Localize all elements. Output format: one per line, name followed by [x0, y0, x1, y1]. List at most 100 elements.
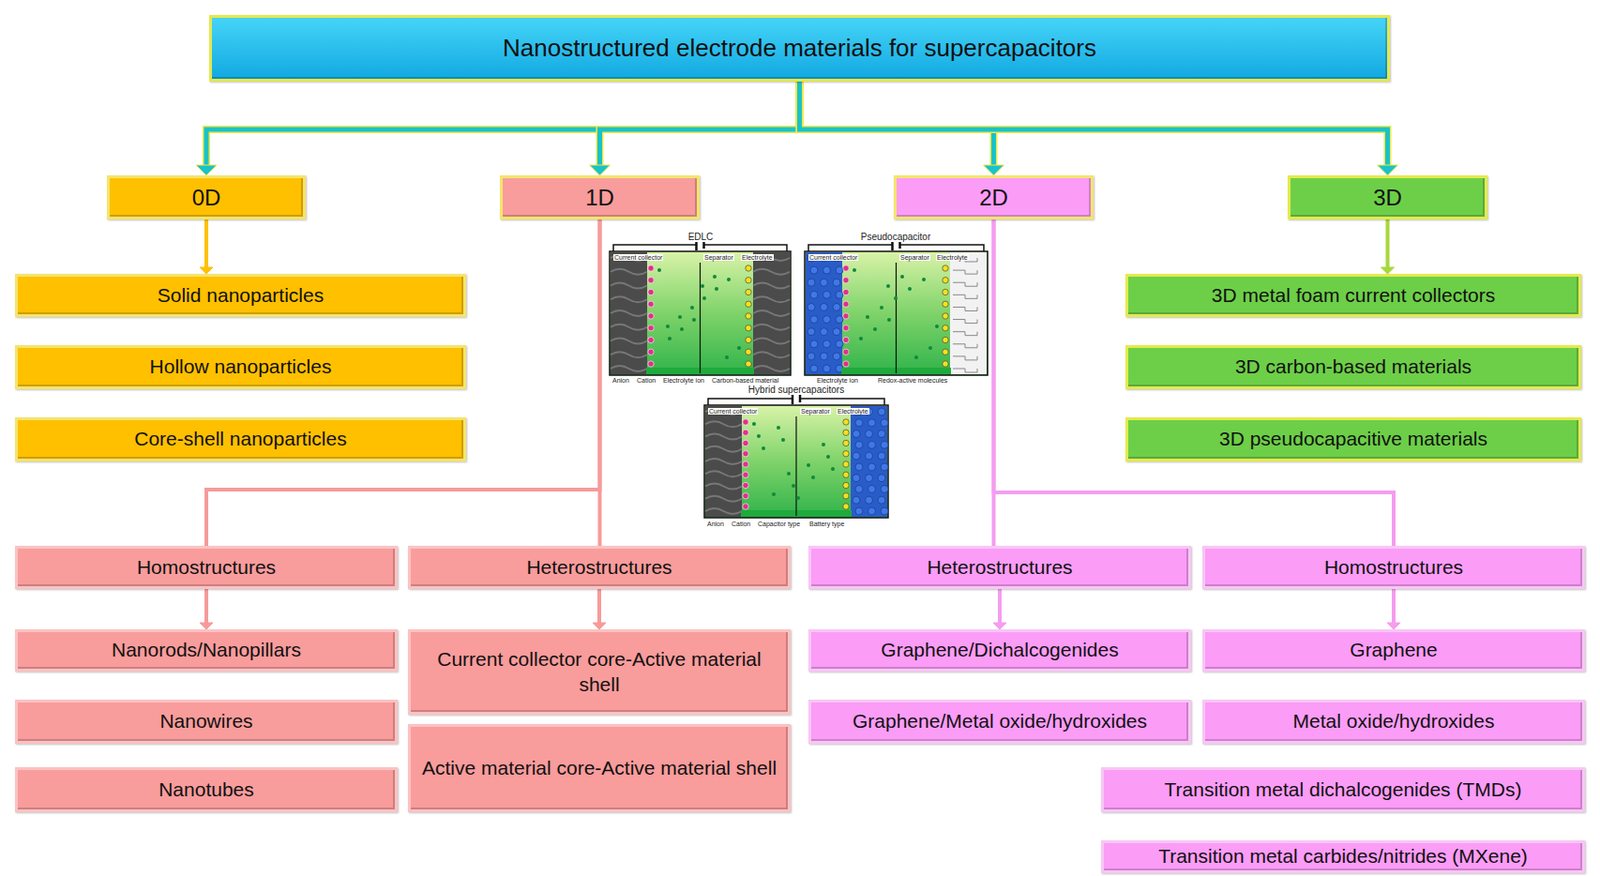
electrolyte-ion [821, 442, 826, 447]
box-label: Core-shell nanoparticles [134, 426, 347, 452]
connector-line [598, 219, 603, 546]
category-box: 3D metal foam current collectors [1125, 273, 1582, 317]
box-label: Transition metal dichalcogenides (TMDs) [1164, 777, 1523, 802]
separator-line [895, 262, 897, 374]
cation-dot [843, 451, 849, 457]
arrowhead [592, 622, 606, 630]
cation-dot [942, 301, 949, 307]
illustration-label: Anion [611, 377, 631, 384]
cation-dot [843, 461, 849, 468]
battery-electrode [805, 252, 843, 375]
carbon-fiber [705, 496, 742, 502]
battery-grain [820, 302, 829, 311]
battery-grain [852, 496, 861, 504]
redox-molecule [952, 344, 978, 348]
cation-dot [843, 429, 849, 436]
illustration-label: Carbon-based material [710, 377, 780, 384]
electrode [950, 252, 987, 375]
electrolyte [609, 251, 791, 376]
category-box: Nanowires [15, 699, 398, 744]
electrolyte-ion [859, 336, 863, 341]
cation-dot [942, 325, 949, 332]
electrolyte-ion [921, 277, 926, 282]
battery-grain [820, 352, 829, 361]
anion-dot [843, 277, 849, 284]
cation-dot [745, 288, 752, 295]
cation-dot [745, 361, 752, 367]
electrolyte-ion [692, 317, 696, 322]
connector-outline [206, 81, 800, 166]
electrolyte-ion [714, 286, 719, 291]
battery-grain [852, 430, 861, 438]
carbon-electrode [610, 252, 648, 375]
electrolyte-ion [771, 492, 776, 497]
electrolyte-ion [678, 315, 682, 319]
battery-grain [865, 474, 874, 483]
arrowhead [1377, 165, 1399, 176]
battery-grain [868, 440, 876, 449]
connector [196, 81, 800, 176]
battery-grain [832, 352, 841, 361]
illustration-label: Battery type [808, 520, 846, 528]
capacitor-plate [898, 241, 902, 249]
connector [199, 588, 213, 630]
category-box: 3D carbon-based materials [1125, 345, 1582, 390]
carbon-fiber [610, 324, 648, 331]
category-box: Metal oxide/hydroxides [1202, 699, 1585, 744]
carbon-fiber [610, 365, 648, 372]
box-label: Nanowires [159, 709, 253, 734]
category-box: 1D [499, 175, 700, 220]
cation-dot [942, 265, 949, 272]
connector-line [800, 81, 1389, 166]
cation-dot [745, 348, 752, 355]
redox-molecule [952, 282, 978, 287]
battery-grain [810, 316, 818, 324]
electrolyte-ion [900, 274, 905, 279]
carbon-fiber [753, 296, 790, 302]
box-label: 3D metal foam current collectors [1211, 283, 1495, 308]
electrolyte-ion [712, 274, 717, 279]
electrode [610, 252, 648, 375]
battery-grain [880, 484, 889, 493]
carbon-fiber [705, 483, 742, 490]
anion-dot [742, 471, 749, 478]
anion-dot [843, 336, 849, 343]
box-label: Active material core-Active material she… [422, 755, 777, 781]
anion-dot [648, 313, 654, 319]
category-box: Hollow nanoparticles [15, 345, 467, 390]
carbon-fiber [705, 458, 742, 465]
anion-dot [742, 439, 749, 446]
carbon-fiber [753, 351, 790, 358]
carbon-electrode [753, 252, 790, 375]
battery-electrode [850, 406, 888, 517]
cation-dot [745, 277, 752, 284]
illustration-label: Cation [635, 377, 657, 384]
cation-dot [843, 471, 849, 478]
illustration-label: Separator [800, 407, 831, 415]
electrolyte-ion [893, 296, 898, 301]
box-label: Homostructures [1324, 555, 1464, 580]
anion-dot [742, 419, 749, 425]
connector [199, 219, 213, 274]
electrolyte-ion [665, 324, 670, 329]
carbon-fiber [705, 508, 742, 514]
box-label: Solid nanoparticles [157, 283, 324, 308]
anion-dot [648, 348, 654, 355]
arrowhead [589, 165, 611, 176]
anion-dot [843, 361, 849, 367]
connector-line [800, 81, 995, 166]
box-label: 2D [979, 183, 1009, 212]
illustration-label: Separator [899, 254, 931, 261]
illustration-label: Current collector [613, 254, 664, 261]
battery-grain [810, 340, 818, 348]
anion-dot [648, 288, 654, 295]
category-box: 3D [1287, 175, 1488, 220]
anion-dot [843, 325, 849, 332]
anion-dot [843, 348, 849, 355]
box-label: Graphene/Metal oxide/hydroxides [852, 709, 1148, 734]
anion-dot [742, 461, 749, 468]
electrolyte-ion [879, 305, 884, 310]
cation-dot [745, 325, 752, 332]
battery-grain [880, 463, 889, 471]
